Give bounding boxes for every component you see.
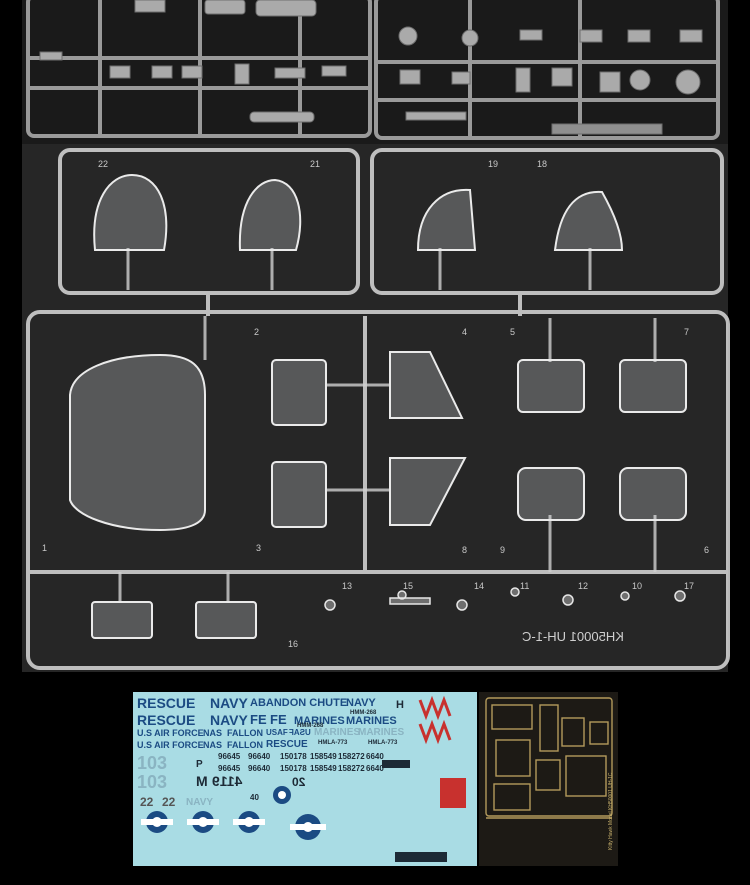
decal-code: 22 bbox=[140, 795, 154, 809]
decal-unit: HMM-268 bbox=[350, 710, 377, 716]
decal-code: 20 bbox=[292, 775, 306, 789]
clear-parts bbox=[69, 173, 687, 639]
part-number: 21 bbox=[310, 159, 321, 169]
decal-usaf: USAF bbox=[266, 728, 288, 737]
decal-serial: 158272 bbox=[338, 764, 365, 773]
decal-nas: NAS bbox=[203, 728, 223, 738]
part-number: 14 bbox=[474, 581, 485, 591]
part-number: 10 bbox=[632, 581, 643, 591]
decal-code: 103 bbox=[137, 753, 168, 773]
decal-fallon: FALLON bbox=[227, 740, 263, 750]
decal-marines: MARINES bbox=[294, 715, 345, 727]
clear-sprue-frame bbox=[26, 148, 730, 670]
decal-code: 103 bbox=[137, 772, 168, 792]
part-number: 18 bbox=[537, 159, 548, 169]
part-number: 3 bbox=[256, 543, 262, 553]
grey-sprue bbox=[26, 0, 720, 140]
decal-navy: NAVY bbox=[210, 712, 248, 728]
part-number: 13 bbox=[342, 581, 353, 591]
decal-code: 22 bbox=[162, 795, 176, 809]
part-number: 12 bbox=[578, 581, 589, 591]
decal-serial: 6640 bbox=[366, 752, 384, 761]
part-number: 11 bbox=[520, 581, 530, 591]
part-number: 15 bbox=[403, 581, 414, 591]
decal-unit: HMM-268 bbox=[297, 723, 324, 729]
decal-fallon: FALLON bbox=[227, 728, 263, 738]
decal-navy: NAVY bbox=[210, 695, 248, 711]
clear-sprue-code: KH50001 UH-1-C bbox=[522, 629, 624, 644]
decal-serial: 158549 bbox=[310, 764, 337, 773]
decal-code: M bbox=[196, 773, 208, 789]
decal-code: H bbox=[396, 699, 404, 711]
clear-sprue-background bbox=[22, 144, 728, 672]
decal-navy: NAVY bbox=[346, 697, 376, 709]
decal-unit: HMLA-773 bbox=[368, 740, 398, 746]
decal-serial: 96645 bbox=[218, 764, 241, 773]
photo-etch-sheet bbox=[479, 692, 618, 866]
part-number: 16 bbox=[288, 639, 299, 649]
decal-rescue: RESCUE bbox=[266, 739, 308, 750]
part-number: 9 bbox=[500, 545, 506, 555]
decal-fe: FE bbox=[270, 712, 287, 727]
part-number: 7 bbox=[684, 327, 690, 337]
clear-sprue-gates bbox=[118, 248, 657, 602]
decal-serial: 150178 bbox=[280, 764, 307, 773]
decal-rescue: RESCUE bbox=[137, 712, 196, 728]
decal-serial: 158549 bbox=[310, 752, 337, 761]
decal-marines: MARINES bbox=[346, 715, 397, 727]
decal-usaf-mirrored: USAF bbox=[289, 728, 311, 737]
decal-marines: MARINES bbox=[314, 727, 361, 738]
decal-abandon-chute: ABANDON CHUTE bbox=[250, 697, 348, 709]
decal-serial: 158272 bbox=[338, 752, 365, 761]
part-number: 1 bbox=[42, 543, 48, 553]
grey-parts bbox=[39, 0, 703, 135]
decal-code: P bbox=[196, 759, 203, 770]
part-number: 17 bbox=[684, 581, 695, 591]
decal-serial: 96640 bbox=[248, 752, 271, 761]
part-number: 4 bbox=[462, 327, 468, 337]
decal-serial: 96645 bbox=[218, 752, 241, 761]
decal-unit: HMLA-773 bbox=[318, 740, 348, 746]
decal-rescue: RESCUE bbox=[137, 695, 196, 711]
decal-marines: MARINES bbox=[358, 727, 405, 738]
part-number: 6 bbox=[704, 545, 710, 555]
decal-code: NAVY bbox=[186, 797, 214, 808]
part-number: 5 bbox=[510, 327, 516, 337]
decal-code: 40 bbox=[250, 793, 259, 802]
photo-etch-label: Kitty Hawk Model KH50001 UH-1C bbox=[608, 772, 614, 850]
clear-small-parts bbox=[324, 587, 686, 611]
part-number: 22 bbox=[98, 159, 109, 169]
part-number: 19 bbox=[488, 159, 499, 169]
decal-serial: 150178 bbox=[280, 752, 307, 761]
decal-nas: NAS bbox=[203, 740, 223, 750]
decal-serial: 96640 bbox=[248, 764, 271, 773]
decal-us-air-force: U.S AIR FORCE bbox=[137, 740, 204, 750]
decal-fe: FE bbox=[250, 712, 267, 727]
decal-us-air-force: U.S AIR FORCE bbox=[137, 728, 204, 738]
part-number: 2 bbox=[254, 327, 260, 337]
decal-code: 4119 bbox=[212, 773, 243, 789]
part-number: 8 bbox=[462, 545, 468, 555]
decal-serial: 6640 bbox=[366, 764, 384, 773]
